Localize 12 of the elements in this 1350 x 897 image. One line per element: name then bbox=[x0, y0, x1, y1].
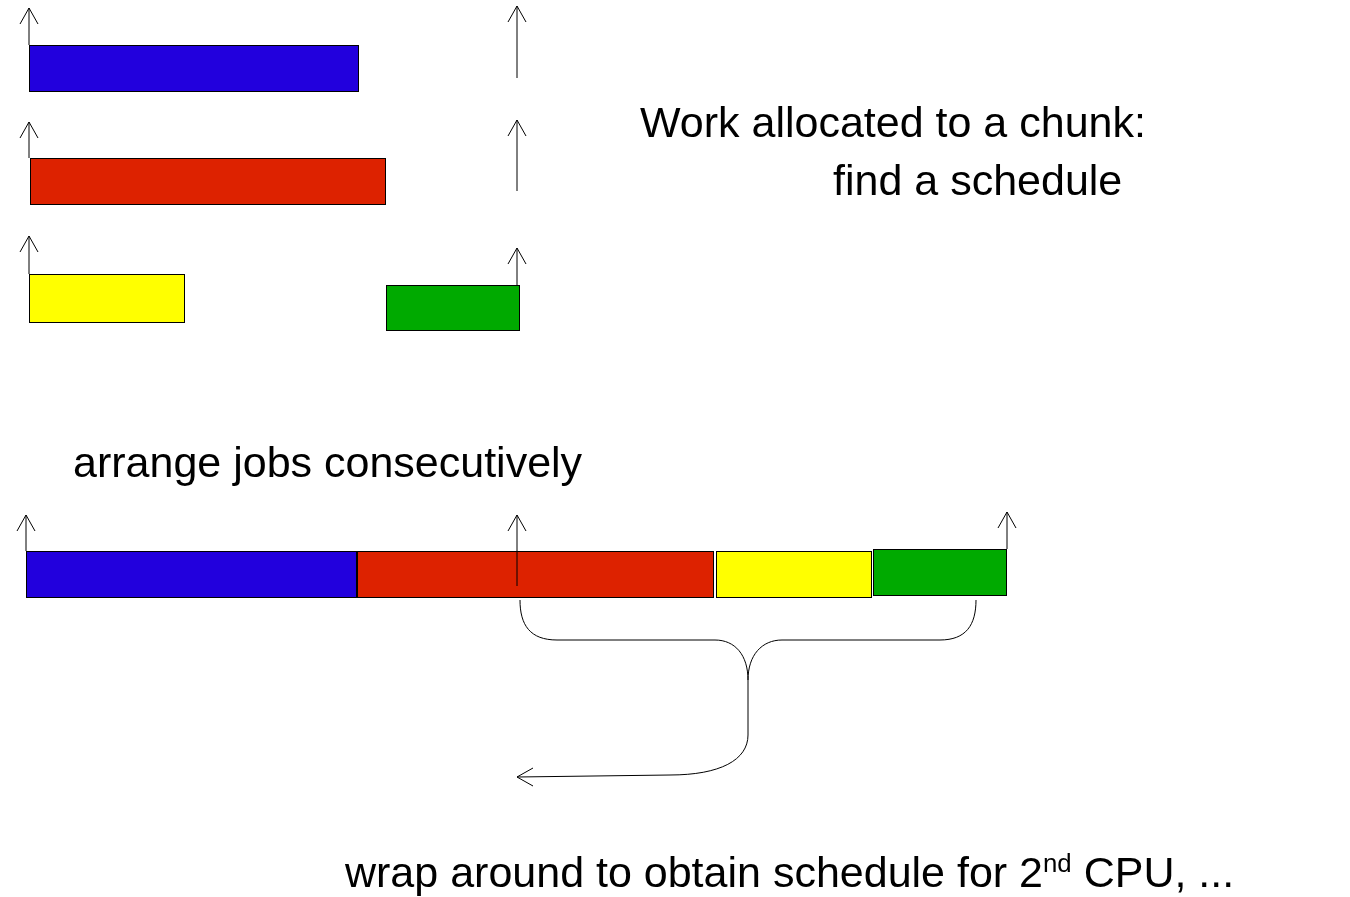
job-bar bbox=[357, 551, 714, 598]
job-bar bbox=[30, 158, 386, 205]
caption-text: Work allocated to a chunk: bbox=[640, 101, 1146, 144]
job-bar bbox=[873, 549, 1007, 596]
caption-text: arrange jobs consecutively bbox=[73, 441, 583, 484]
caption-text: find a schedule bbox=[833, 159, 1123, 202]
job-bar bbox=[386, 285, 520, 331]
job-bar bbox=[716, 551, 872, 598]
job-bar bbox=[29, 274, 185, 323]
caption-text: wrap around to obtain schedule for 2$^{nd}$ CPU, ... bbox=[345, 851, 1235, 895]
job-bar bbox=[26, 551, 357, 598]
job-bar bbox=[29, 45, 359, 92]
